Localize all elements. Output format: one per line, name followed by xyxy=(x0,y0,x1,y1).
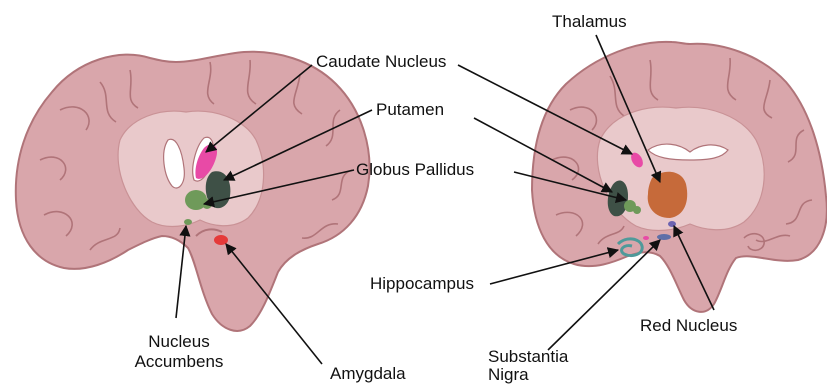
label-red-nucleus: Red Nucleus xyxy=(640,316,737,336)
label-hippocampus: Hippocampus xyxy=(370,274,474,294)
left-white-matter xyxy=(118,111,263,226)
arrow-hippocampus xyxy=(490,250,618,284)
label-substantia-nigra: Substantia Nigra xyxy=(488,348,568,384)
right-thalamus xyxy=(648,172,688,218)
right-substantia-nigra xyxy=(657,234,671,240)
left-brain-section xyxy=(16,52,370,331)
right-brain-section xyxy=(532,42,827,312)
label-caudate-nucleus: Caudate Nucleus xyxy=(316,52,446,72)
label-nucleus-accumbens: Nucleus Accumbens xyxy=(124,332,234,372)
label-putamen: Putamen xyxy=(376,100,444,120)
label-thalamus: Thalamus xyxy=(552,12,627,32)
label-substantia-line1: Substantia xyxy=(488,348,568,366)
label-globus-pallidus: Globus Pallidus xyxy=(356,160,474,180)
label-accumbens-line1: Nucleus xyxy=(124,332,234,352)
left-accumbens xyxy=(184,219,192,225)
label-accumbens-line2: Accumbens xyxy=(124,352,234,372)
label-amygdala: Amygdala xyxy=(330,364,406,384)
left-amygdala xyxy=(214,235,228,245)
label-substantia-line2: Nigra xyxy=(488,366,568,384)
